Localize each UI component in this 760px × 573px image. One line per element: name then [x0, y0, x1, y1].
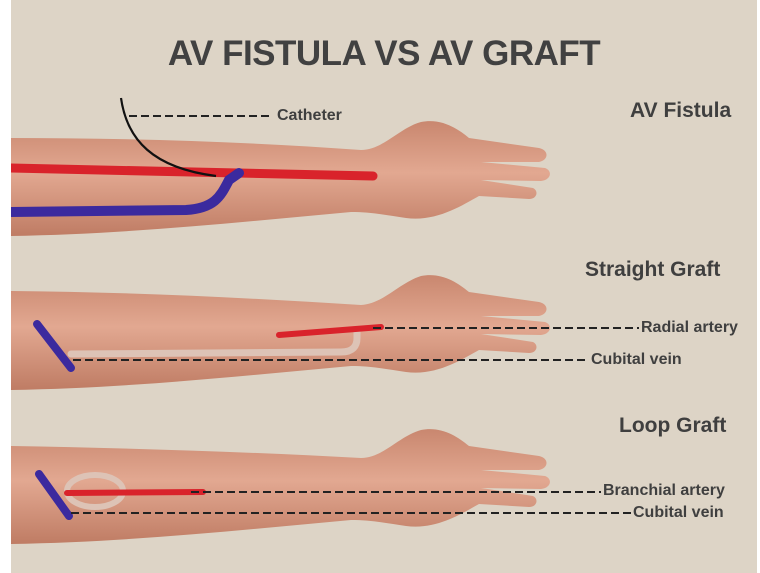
main-title: AV FISTULA VS AV GRAFT — [11, 34, 757, 74]
label-radial-artery: Radial artery — [641, 319, 738, 337]
forearm-loop-graft — [11, 429, 550, 544]
label-catheter: Catheter — [277, 107, 342, 125]
forearm-fistula — [11, 121, 550, 236]
label-branchial-artery: Branchial artery — [603, 482, 725, 500]
diagram-canvas: AV FISTULA VS AV GRAFT AV Fistula Cathet… — [11, 0, 757, 573]
label-cubital-vein-loop: Cubital vein — [633, 504, 724, 522]
section-title-fistula: AV Fistula — [630, 99, 731, 123]
branchial-artery-loop — [67, 492, 203, 493]
section-title-loop-graft: Loop Graft — [619, 414, 726, 438]
section-title-straight-graft: Straight Graft — [585, 258, 720, 282]
label-cubital-vein-straight: Cubital vein — [591, 351, 682, 369]
